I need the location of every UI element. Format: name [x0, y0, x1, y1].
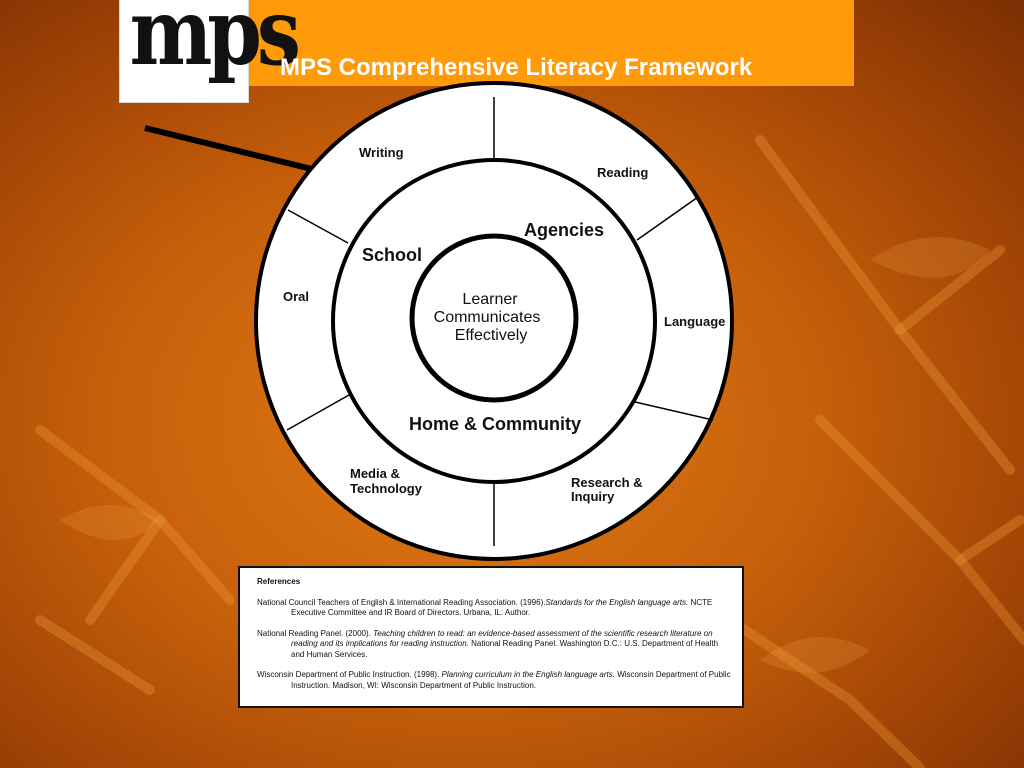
center-line-2: Communicates [434, 309, 541, 326]
label-media-line-1: Media & [350, 466, 400, 481]
label-school: School [362, 245, 422, 265]
references-box: References National Council Teachers of … [238, 566, 744, 708]
reference-author: National Council Teachers of English & I… [257, 597, 546, 607]
reference-author: Wisconsin Department of Public Instructi… [257, 670, 442, 679]
label-reading: Reading [597, 165, 648, 180]
label-agencies: Agencies [524, 220, 604, 240]
outer-ring-dividers [286, 97, 714, 546]
center-line-1: Learner [462, 291, 518, 308]
reference-title: Planning curriculum in the English langu… [441, 670, 615, 679]
reference-publisher: Wisconsin Department of Public Instructi… [291, 670, 731, 690]
label-oral: Oral [283, 289, 309, 304]
label-home-community: Home & Community [409, 414, 581, 434]
label-language: Language [664, 314, 725, 329]
reference-entry: Wisconsin Department of Public Instructi… [257, 670, 732, 691]
reference-entry: National Council Teachers of English & I… [257, 598, 732, 619]
slide-title: MPS Comprehensive Literacy Framework [280, 54, 753, 81]
label-media-line-2: Technology [350, 481, 423, 496]
inner-circle [409, 233, 579, 403]
reference-title: Standards for the English language arts. [545, 597, 689, 607]
label-writing: Writing [359, 145, 404, 160]
label-research-line-1: Research & [571, 475, 643, 490]
label-research-line-2: Inquiry [571, 489, 615, 504]
reference-entry: National Reading Panel. (2000). Teaching… [257, 629, 732, 661]
reference-publisher: National Reading Panel. Washington D.C.:… [291, 639, 719, 659]
references-heading: References [257, 577, 301, 586]
reference-publisher: NCTE Executive Committee and IR Board of… [291, 597, 713, 618]
reference-author: National Reading Panel. (2000). [257, 628, 374, 638]
center-line-3: Effectively [455, 327, 528, 344]
reference-title: Teaching children to read: an evidence-b… [291, 628, 713, 649]
